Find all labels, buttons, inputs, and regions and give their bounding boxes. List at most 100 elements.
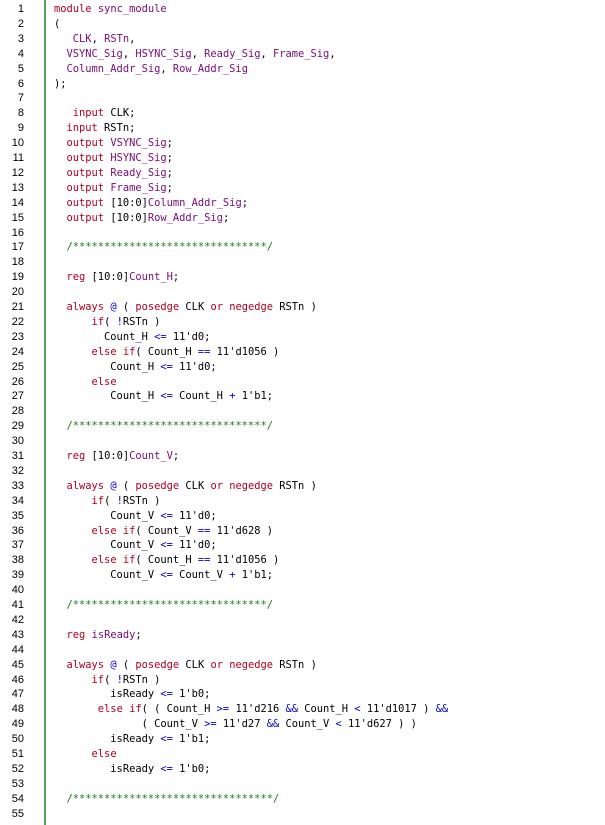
code-line[interactable]: reg [10:0]Count_V; [54,449,180,464]
code-token: isReady [54,762,161,775]
code-line[interactable]: input RSTn; [54,121,136,136]
code-token [54,33,73,45]
code-token: posedge [135,301,180,313]
code-token: reg [66,628,86,641]
code-line[interactable]: ); [54,77,67,92]
code-line[interactable]: else [54,747,117,762]
code-token: ; [166,181,173,194]
code-token [54,748,92,760]
code-token: CLK; [104,107,136,120]
code-token: , [91,32,105,45]
code-line[interactable]: isReady <= 1'b0; [54,762,210,777]
line-number: 6 [17,77,24,90]
code-line[interactable]: if( !RSTn ) [54,315,161,330]
line-number: 22 [11,315,24,328]
code-token: , [329,47,336,60]
code-token: Count_H [172,390,230,403]
code-token [54,152,67,164]
code-line[interactable]: /*******************************/ [54,240,273,255]
line-number: 34 [11,494,24,507]
code-token: posedge [135,658,180,671]
code-token: 1'b1; [235,569,273,582]
code-line[interactable]: /*******************************/ [54,598,273,613]
code-line[interactable]: else if( Count_H == 11'd1056 ) [54,553,280,568]
code-line[interactable]: if( !RSTn ) [54,494,161,509]
code-token: ( [104,315,117,328]
code-line[interactable]: output Frame_Sig; [54,181,173,196]
code-line[interactable]: else if( Count_V == 11'd628 ) [54,524,273,539]
code-token: always [66,479,105,492]
code-token: if [91,494,105,507]
code-line[interactable]: isReady <= 1'b0; [54,687,210,702]
code-line[interactable]: always @ ( posedge CLK or negedge RSTn ) [54,479,317,494]
code-token: RSTn ) [273,301,317,313]
code-line[interactable]: Count_V <= 11'd0; [54,538,216,553]
code-token: 1'b1; [235,390,273,403]
code-line[interactable]: Count_H <= Count_H + 1'b1; [54,389,273,404]
code-token: else [91,375,117,388]
code-line[interactable]: if( !RSTn ) [54,673,161,688]
code-token: output [66,196,105,209]
code-line[interactable]: input CLK; [54,106,136,121]
code-token: ( Count_H [135,554,198,567]
code-line[interactable]: isReady <= 1'b1; [54,732,210,747]
code-token: <= [160,360,173,373]
code-line[interactable]: output Ready_Sig; [54,166,173,181]
code-token: else if [91,524,136,537]
code-line[interactable]: Column_Addr_Sig, Row_Addr_Sig [54,62,248,77]
code-line[interactable]: Count_V <= Count_V + 1'b1; [54,568,273,583]
code-token: RSTn ) [273,658,317,671]
code-token: && [285,703,299,716]
code-line[interactable]: output VSYNC_Sig; [54,136,173,151]
code-line[interactable]: Count_V <= 11'd0; [54,509,217,524]
code-token: 11'd628 ) [210,524,273,537]
code-token: 11'd627 ) ) [341,718,417,731]
code-token: <= [160,539,173,552]
line-number: 16 [11,226,24,239]
code-line[interactable]: always @ ( posedge CLK or negedge RSTn ) [54,300,317,315]
code-token [54,376,92,388]
code-token: RSTn ) [122,315,161,328]
code-token [54,316,92,328]
code-token [54,167,67,179]
code-line[interactable]: output [10:0]Row_Addr_Sig; [54,211,230,226]
code-token: Ready_Sig [110,166,167,179]
code-token: if [91,673,105,686]
code-token [54,495,92,507]
code-line[interactable]: reg isReady; [54,628,142,643]
code-line[interactable]: else [54,375,117,390]
code-token: always [66,301,105,313]
line-number: 27 [11,390,24,403]
code-line[interactable]: /********************************/ [54,792,280,807]
line-number: 23 [11,330,24,343]
code-line[interactable]: else if( ( Count_H >= 11'd216 && Count_H… [54,702,448,717]
code-line[interactable]: VSYNC_Sig, HSYNC_Sig, Ready_Sig, Frame_S… [54,47,336,62]
code-line[interactable]: reg [10:0]Count_H; [54,270,180,285]
code-line[interactable]: output HSYNC_Sig; [54,151,173,166]
code-token: else if [91,554,136,567]
code-token [54,107,73,119]
line-number: 45 [11,658,24,671]
line-number: 1 [17,3,24,15]
line-number: 55 [11,807,24,820]
code-line[interactable]: /*******************************/ [54,419,273,434]
code-token: 11'd0; [172,509,217,522]
code-token: Row_Addr_Sig [172,62,248,75]
code-line[interactable]: output [10:0]Column_Addr_Sig; [54,196,248,211]
code-line[interactable]: else if( Count_H == 11'd1056 ) [54,345,280,360]
code-token: ! [116,494,123,507]
code-line[interactable]: always @ ( posedge CLK or negedge RSTn ) [54,658,317,673]
line-number: 42 [11,613,24,626]
code-line[interactable]: ( Count_V >= 11'd27 && Count_V < 11'd627… [54,717,417,732]
code-line[interactable]: Count_H <= 11'd0; [54,360,216,375]
code-line[interactable]: CLK, RSTn, [54,32,136,47]
code-line[interactable]: ( [54,17,60,32]
code-line[interactable]: Count_H <= 11'd0; [54,330,210,345]
code-token: 11'd1056 ) [210,345,280,358]
code-token: Count_H [54,390,161,403]
code-token [54,420,67,432]
code-line[interactable]: module sync_module [54,2,167,17]
code-token: CLK [72,32,92,45]
code-token: >= [216,703,230,716]
